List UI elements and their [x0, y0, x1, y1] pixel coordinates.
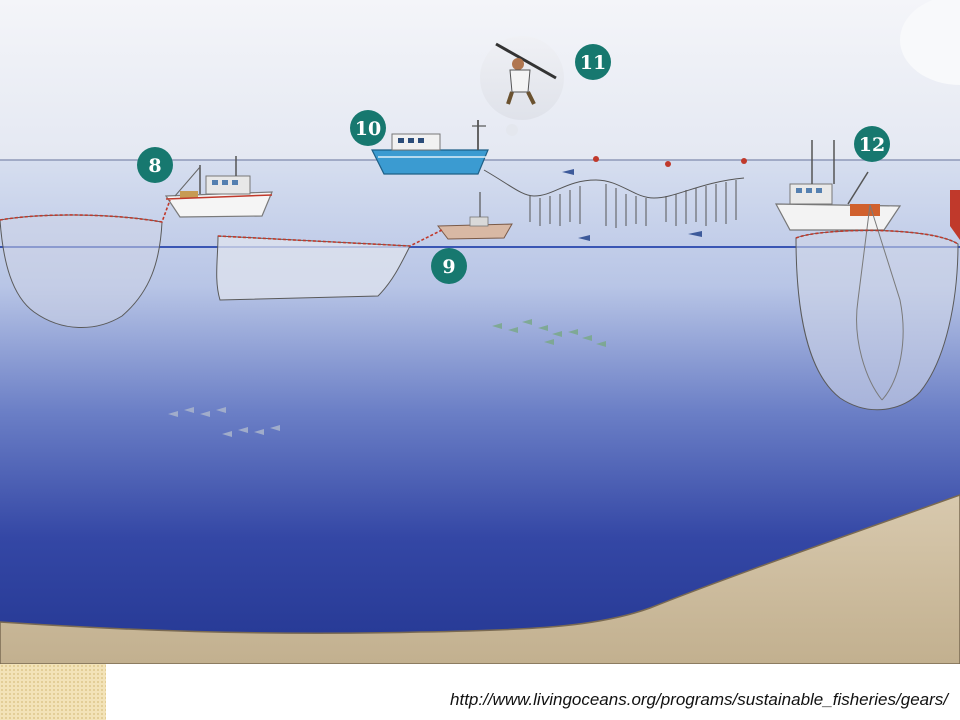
- label-11: 11: [580, 52, 606, 74]
- gear-9-headrope: [217, 229, 443, 247]
- label-12: 12: [859, 134, 885, 156]
- label-badge-10: 10: [350, 110, 386, 146]
- gear-8-boat: [164, 156, 273, 218]
- label-badge-8: 8: [137, 147, 173, 183]
- source-url[interactable]: http://www.livingoceans.org/programs/sus…: [450, 690, 948, 709]
- seabed: [0, 494, 960, 665]
- cloud: [900, 0, 960, 85]
- gear-8-net: [0, 214, 163, 328]
- label-badge-12: 12: [854, 126, 890, 162]
- gear-10-longline: [483, 169, 745, 228]
- gear-10-boat: [371, 120, 489, 175]
- gear-12-floatline: [795, 229, 959, 245]
- sky: [0, 0, 960, 160]
- gear-10-floats: [593, 156, 747, 167]
- gear-9-net: [216, 235, 411, 301]
- gear-11-bubble: [480, 36, 564, 136]
- fish-school: [168, 407, 280, 437]
- gear-12-purse-line: [856, 204, 904, 401]
- gear-9-boat: [437, 192, 513, 240]
- label-9: 9: [442, 256, 455, 278]
- label-10: 10: [355, 118, 381, 140]
- footer-accent-swatch: [0, 664, 106, 720]
- gear-10-fish: [562, 169, 702, 241]
- label-badge-9: 9: [431, 248, 467, 284]
- footer-bar: [0, 664, 960, 720]
- label-badge-11: 11: [575, 44, 611, 80]
- gear-8-floatline: [0, 199, 171, 223]
- edge-boat: [950, 190, 960, 240]
- label-8: 8: [148, 155, 161, 177]
- fish-school: [492, 319, 606, 347]
